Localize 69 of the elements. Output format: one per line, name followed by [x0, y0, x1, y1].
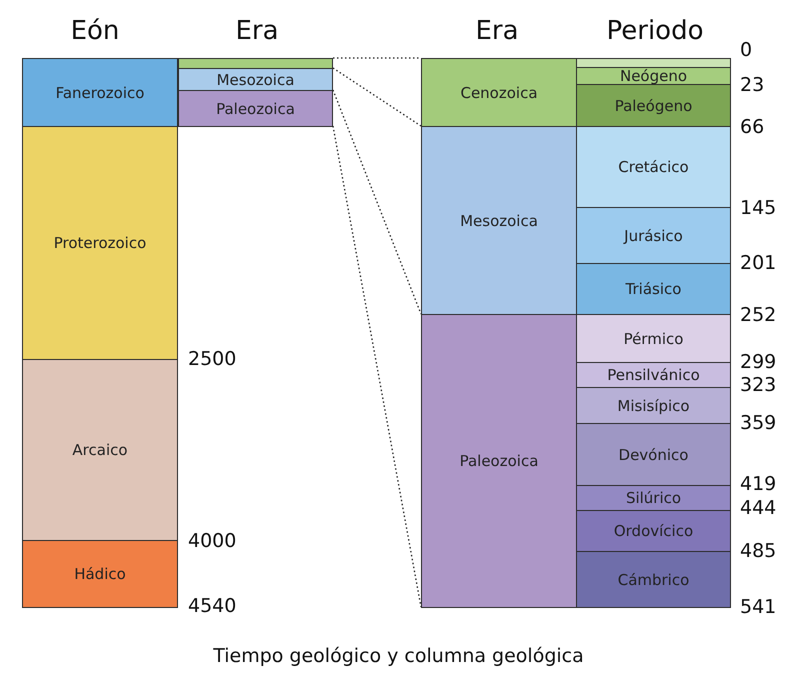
time-interval-box [576, 314, 731, 363]
age-number: 444 [740, 496, 776, 519]
time-interval-box [576, 67, 731, 85]
age-number: 299 [740, 350, 776, 373]
time-interval-box [178, 90, 333, 127]
time-interval-box [576, 423, 731, 486]
time-interval-box [22, 540, 178, 608]
time-interval-box [576, 485, 731, 511]
dotted-guide-line [332, 67, 422, 127]
age-number: 359 [740, 412, 776, 434]
time-interval-box [421, 126, 577, 315]
age-number: 2500 [188, 348, 236, 370]
dotted-guide-line [332, 126, 422, 608]
interval-name: Triásico [626, 280, 682, 298]
time-interval-box [178, 68, 333, 91]
age-number: 0 [740, 38, 752, 61]
interval-name: Ordovícico [614, 522, 694, 540]
interval-name: Devónico [618, 446, 688, 464]
interval-name: Pensilvánico [607, 366, 700, 384]
interval-name: Hádico [74, 565, 126, 583]
caption: Tiempo geológico y columna geológica [212, 645, 585, 667]
age-number: 252 [740, 304, 776, 326]
interval-name: Arcaico [72, 441, 128, 459]
age-number: 541 [740, 596, 776, 618]
interval-name: Mesozoica [216, 70, 294, 88]
time-interval-bar [576, 58, 731, 68]
interval-name: Paleozoica [460, 452, 538, 470]
age-number: 4000 [188, 530, 236, 552]
age-number: 419 [740, 472, 776, 495]
column-header: Periodo [606, 16, 704, 46]
age-number: 485 [740, 540, 776, 562]
interval-name: Fanerozoico [56, 84, 144, 102]
interval-name: Neógeno [620, 67, 688, 85]
age-number: 23 [740, 74, 764, 96]
dotted-guide-line [332, 90, 422, 314]
interval-name: Misisípico [617, 396, 690, 414]
time-interval-box [22, 58, 178, 127]
time-interval-box [22, 359, 178, 541]
time-interval-box [421, 58, 577, 127]
interval-name: Cretácico [618, 158, 689, 176]
time-interval-box [576, 387, 731, 424]
time-interval-box [576, 551, 731, 608]
time-interval-box [576, 510, 731, 552]
time-interval-box [576, 126, 731, 208]
interval-name: Pérmico [624, 330, 684, 348]
interval-name: Proterozoico [54, 234, 146, 252]
time-interval-box [576, 263, 731, 315]
column-header: Era [474, 16, 520, 46]
age-number: 145 [740, 196, 776, 219]
age-number: 4540 [188, 594, 236, 617]
time-interval-box [576, 207, 731, 264]
time-interval-bar [178, 58, 333, 69]
interval-name: Jurásico [624, 226, 683, 244]
column-header: Era [234, 16, 280, 46]
interval-name: Paleozoica [216, 100, 295, 118]
interval-name: Silúrico [626, 489, 682, 507]
interval-name: Mesozoica [460, 212, 538, 230]
time-interval-box [576, 84, 731, 127]
age-number: 66 [740, 116, 764, 138]
interval-name: Paleógeno [614, 96, 692, 114]
dotted-guide-line [333, 57, 421, 59]
time-interval-box [421, 314, 577, 608]
interval-name: Cámbrico [618, 570, 690, 588]
column-header: Eón [70, 16, 120, 46]
time-interval-box [22, 126, 178, 360]
interval-name: Cenozoica [460, 84, 538, 102]
age-number: 323 [740, 374, 776, 396]
time-interval-box [576, 362, 731, 388]
age-number: 201 [740, 252, 776, 274]
